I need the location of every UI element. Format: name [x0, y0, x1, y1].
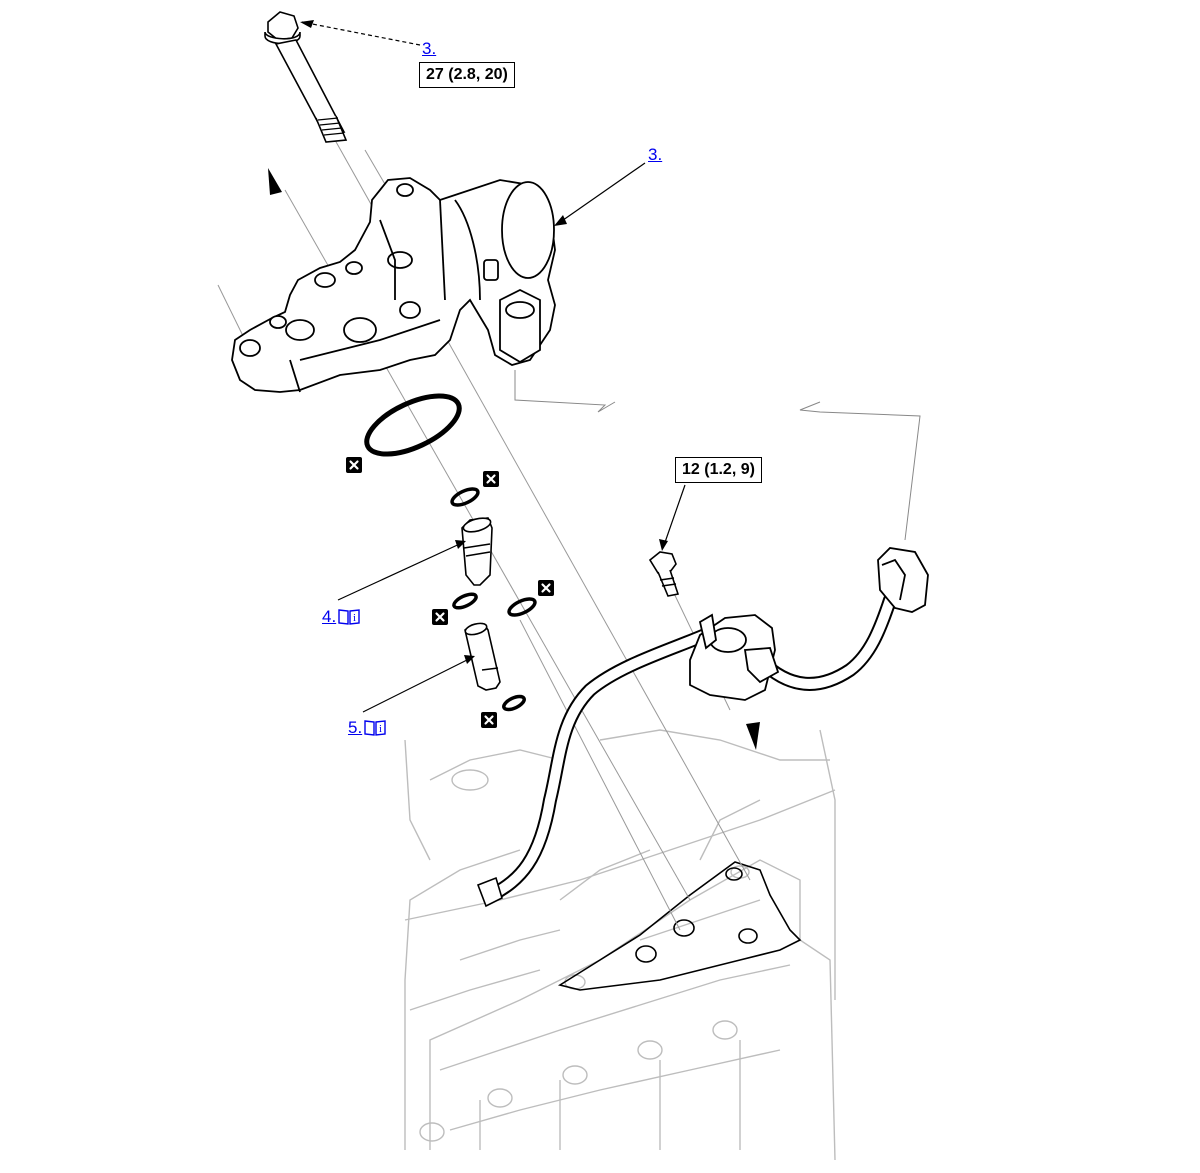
o-ring-small-4 — [502, 694, 526, 712]
replace-mark-x-box-icon — [481, 712, 497, 728]
torque-spec-bolt: 27 (2.8, 20) — [419, 62, 515, 88]
o-ring-small-2 — [452, 592, 478, 610]
book-info-icon: i — [338, 609, 360, 625]
break-lines — [514, 370, 921, 541]
harness-grommet — [476, 876, 503, 908]
spool-valve-body — [231, 177, 556, 393]
o-ring-small-3 — [507, 597, 537, 617]
direction-arrow-down — [746, 722, 760, 750]
callout-link-valve[interactable]: 3. — [648, 145, 663, 164]
o-ring-small-1 — [450, 487, 480, 507]
callout-arrowheads — [300, 20, 668, 664]
harness-bracket — [689, 613, 780, 701]
replace-mark-x-box-icon — [432, 609, 448, 625]
wire-harness — [485, 593, 897, 902]
svg-text:i: i — [353, 612, 356, 624]
callout-link-filter-label: 4. — [322, 607, 337, 626]
callout-link-filter[interactable]: 4. i — [322, 608, 360, 625]
callout-leaders — [301, 21, 686, 713]
engine-block-background — [404, 729, 836, 1161]
replace-mark-x-box-icon — [483, 471, 499, 487]
filter-sleeve — [464, 622, 501, 691]
callout-link-bolt[interactable]: 3. — [422, 39, 437, 58]
book-info-icon: i — [364, 720, 386, 736]
torque-spec-bracket-bolt: 12 (1.2, 9) — [675, 457, 762, 483]
oil-filter-cartridge — [461, 517, 493, 586]
replace-mark-x-box-icon — [346, 457, 362, 473]
callout-link-sleeve-label: 5. — [348, 718, 363, 737]
callout-link-sleeve[interactable]: 5. i — [348, 719, 386, 736]
svg-text:i: i — [379, 723, 382, 735]
flange-bolt — [264, 11, 348, 143]
o-ring-large — [364, 393, 462, 457]
direction-arrow-up — [268, 168, 282, 195]
mounting-pad — [557, 861, 802, 991]
replace-mark-x-box-icon — [538, 580, 554, 596]
bracket-bolt — [648, 551, 680, 597]
harness-connector — [877, 547, 929, 613]
